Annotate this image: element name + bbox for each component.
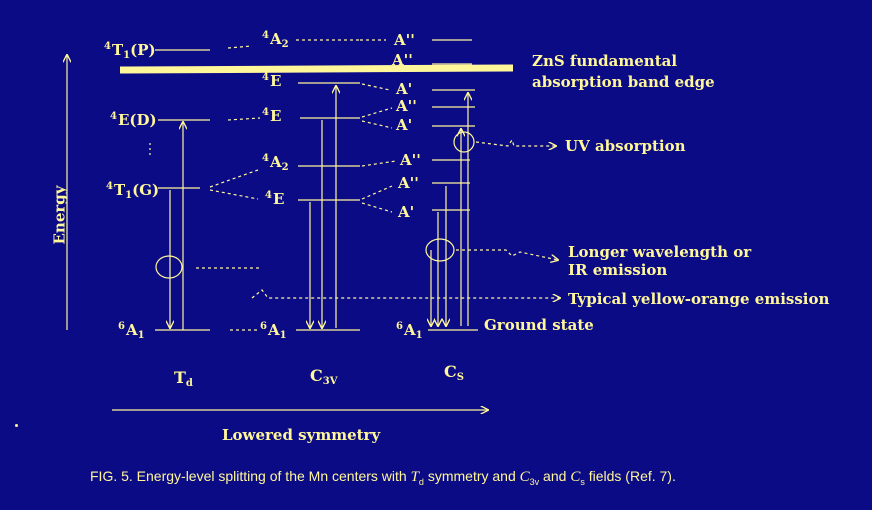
td-emission-ring bbox=[155, 255, 183, 279]
c3v-link-e2-down bbox=[361, 120, 393, 129]
c3v-link-e1-up bbox=[361, 83, 391, 91]
band-edge-label-1: ZnS fundamental bbox=[532, 52, 678, 70]
c3v-link-e3-up bbox=[361, 185, 393, 200]
cs-label-6: A'' bbox=[400, 151, 421, 169]
c3v-link-e2-up bbox=[361, 107, 393, 118]
ir-leader bbox=[456, 249, 558, 260]
cs-ir-ring bbox=[425, 238, 455, 262]
cs-label-a1: 6A1 bbox=[396, 321, 423, 341]
uv-absorption-label: UV absorption bbox=[565, 137, 686, 155]
c3v-link-a2mid bbox=[361, 160, 397, 167]
c3v-link-e3-down bbox=[361, 202, 393, 213]
td-label-t1p: 4T1(P) bbox=[104, 41, 156, 61]
ground-state-label: Ground state bbox=[484, 316, 594, 334]
c3v-label-a1: 6A1 bbox=[260, 321, 287, 341]
yellow-emission-label: Typical yellow-orange emission bbox=[568, 290, 830, 308]
uv-leader bbox=[475, 138, 556, 146]
cs-label-4: A'' bbox=[396, 97, 417, 115]
cs-column-label: CS bbox=[444, 362, 464, 383]
td-link-t1g-down bbox=[209, 189, 259, 200]
ir-emission-label-1: Longer wavelength or bbox=[568, 243, 752, 261]
energy-axis-label: Energy bbox=[50, 185, 69, 245]
figure-caption: FIG. 5. Energy-level splitting of the Mn… bbox=[90, 468, 676, 487]
band-edge-bar bbox=[119, 64, 514, 74]
ir-emission-label-2: IR emission bbox=[568, 261, 668, 279]
td-label-a1: 6A1 bbox=[118, 321, 145, 341]
c3v-label-e1: 4E bbox=[262, 72, 282, 90]
cs-label-5: A' bbox=[396, 116, 413, 134]
c3v-column-label: C3V bbox=[310, 366, 338, 387]
yellow-leader bbox=[251, 289, 560, 298]
td-link-ed bbox=[227, 117, 261, 121]
stray-dot bbox=[15, 424, 18, 427]
td-link-t1p bbox=[227, 45, 253, 49]
cs-label-8: A' bbox=[398, 203, 415, 221]
td-label-ed: 4E(D) bbox=[110, 111, 157, 129]
symmetry-axis-label: Lowered symmetry bbox=[222, 426, 381, 444]
td-link-t1g-up bbox=[209, 169, 259, 188]
band-edge-label-2: absorption band edge bbox=[532, 73, 715, 91]
td-label-t1g: 4T1(G) bbox=[106, 181, 160, 201]
c3v-label-e3: 4E bbox=[265, 190, 285, 208]
c3v-label-a2-top: 4A2 bbox=[262, 30, 289, 50]
c3v-label-e2: 4E bbox=[262, 107, 282, 125]
cs-uv-ring bbox=[453, 131, 475, 153]
cs-label-2: A'' bbox=[392, 51, 413, 69]
cs-label-1: A'' bbox=[394, 31, 415, 49]
td-column-label: Td bbox=[174, 368, 193, 389]
cs-label-3: A' bbox=[396, 80, 413, 98]
cs-label-7: A'' bbox=[398, 174, 419, 192]
c3v-label-a2-mid: 4A2 bbox=[262, 153, 289, 173]
